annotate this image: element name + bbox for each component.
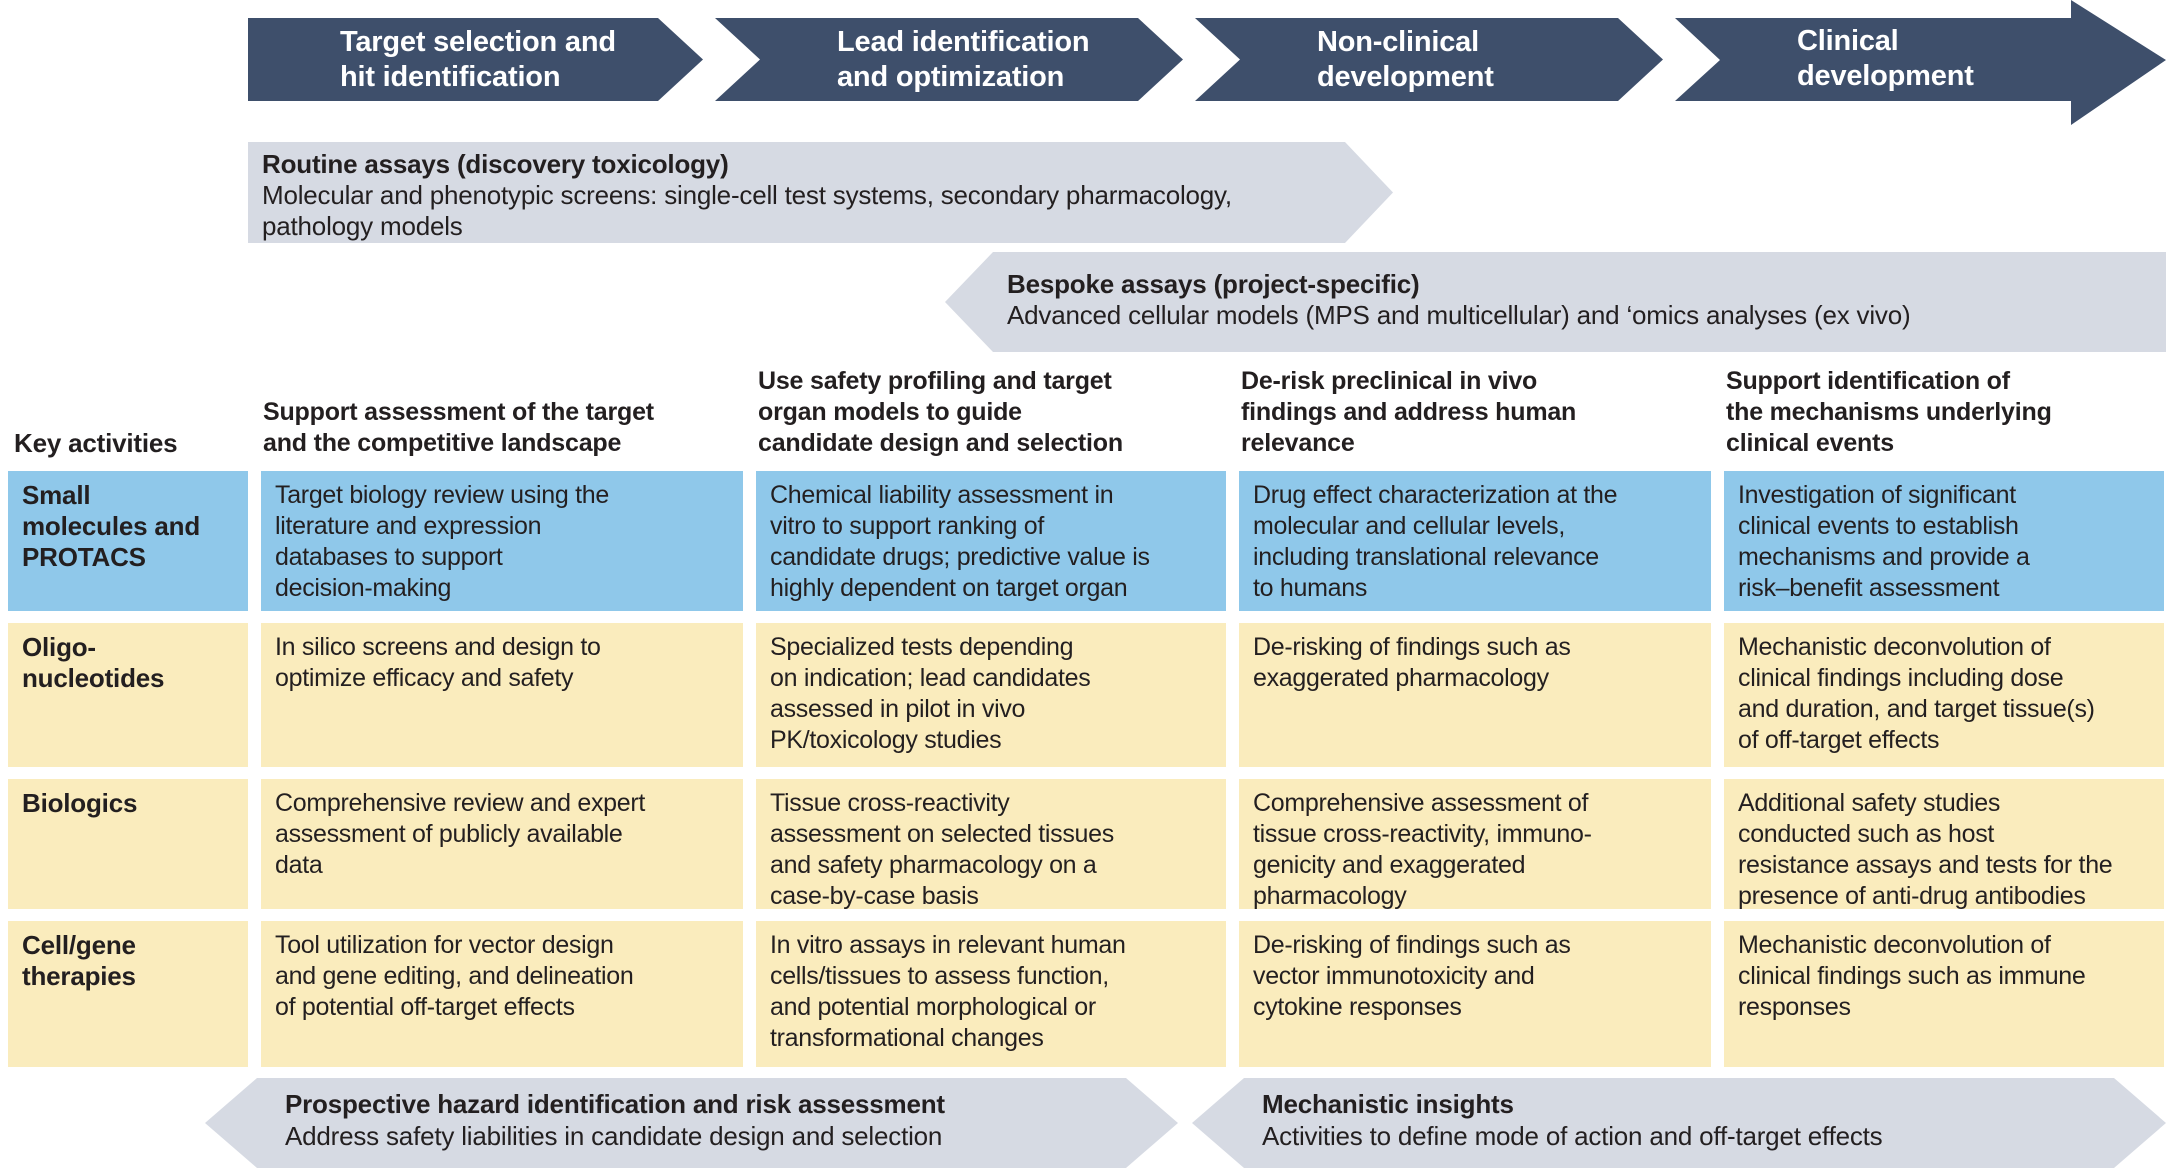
table-cell: Mechanistic deconvolution of clinical fi…	[1724, 623, 2164, 767]
stage-arrow-target-selection: Target selection and hit identification	[248, 18, 703, 101]
hazard-identification-banner: Prospective hazard identification and ri…	[205, 1078, 1178, 1168]
table-cell: Investigation of significant clinical ev…	[1724, 471, 2164, 611]
row-label-cell-gene-therapies: Cell/gene therapies	[8, 921, 248, 1067]
table-cell: De-risking of findings such as exaggerat…	[1239, 623, 1711, 767]
banner-description: Activities to define mode of action and …	[1262, 1121, 1883, 1151]
table-cell: Chemical liability assessment in vitro t…	[756, 471, 1226, 611]
table-cell: Mechanistic deconvolution of clinical fi…	[1724, 921, 2164, 1067]
banner-title: Mechanistic insights	[1262, 1089, 1514, 1119]
stage-label: Non-clinical development	[1317, 25, 1494, 93]
table-cell: Comprehensive review and expert assessme…	[261, 779, 743, 909]
column-header-target-assessment: Support assessment of the target and the…	[263, 398, 654, 457]
banner-description: Molecular and phenotypic screens: single…	[262, 180, 1232, 241]
column-header-safety-profiling: Use safety profiling and target organ mo…	[758, 367, 1123, 457]
stage-arrow-clinical: Clinical development	[1675, 0, 2166, 125]
table-cell: De-risking of findings such as vector im…	[1239, 921, 1711, 1067]
row-label-small-molecules: Small molecules and PROTACS	[8, 471, 248, 611]
table-cell: Target biology review using the literatu…	[261, 471, 743, 611]
table-cell: Specialized tests depending on indicatio…	[756, 623, 1226, 767]
banner-title: Routine assays (discovery toxicology)	[262, 149, 729, 179]
stage-label: Lead identification and optimization	[837, 25, 1090, 93]
table-cell: Drug effect characterization at the mole…	[1239, 471, 1711, 611]
key-activities-table: Key activities Support assessment of the…	[8, 366, 2164, 1067]
mechanistic-insights-banner: Mechanistic insights Activities to defin…	[1192, 1078, 2166, 1168]
row-label-biologics: Biologics	[8, 779, 248, 909]
table-cell: In vitro assays in relevant human cells/…	[756, 921, 1226, 1067]
banner-title: Prospective hazard identification and ri…	[285, 1089, 945, 1119]
stage-label: Clinical development	[1797, 25, 1974, 92]
banner-description: Advanced cellular models (MPS and multic…	[1007, 300, 1911, 330]
row-label-oligonucleotides: Oligo- nucleotides	[8, 623, 248, 767]
table-corner-label: Key activities	[14, 428, 178, 458]
stage-arrow-non-clinical: Non-clinical development	[1195, 18, 1663, 101]
table-cell: Additional safety studies conducted such…	[1724, 779, 2164, 910]
banner-description: Address safety liabilities in candidate …	[285, 1121, 943, 1151]
pipeline-stage-arrows: Target selection and hit identification …	[248, 0, 2166, 125]
table-cell: Tissue cross-reactivity assessment on se…	[756, 779, 1226, 910]
routine-assays-banner: Routine assays (discovery toxicology) Mo…	[248, 142, 1393, 243]
bespoke-assays-banner: Bespoke assays (project-specific) Advanc…	[945, 252, 2166, 352]
column-header-clinical-mechanisms: Support identification of the mechanisms…	[1726, 367, 2052, 457]
column-header-derisk-preclinical: De-risk preclinical in vivo findings and…	[1241, 367, 1577, 457]
table-cell: Comprehensive assessment of tissue cross…	[1239, 779, 1711, 910]
banner-title: Bespoke assays (project-specific)	[1007, 269, 1420, 299]
stage-arrow-lead-identification: Lead identification and optimization	[715, 18, 1183, 101]
table-cell: In silico screens and design to optimize…	[261, 623, 743, 767]
table-cell: Tool utilization for vector design and g…	[261, 921, 743, 1067]
stage-label: Target selection and hit identification	[340, 25, 616, 93]
